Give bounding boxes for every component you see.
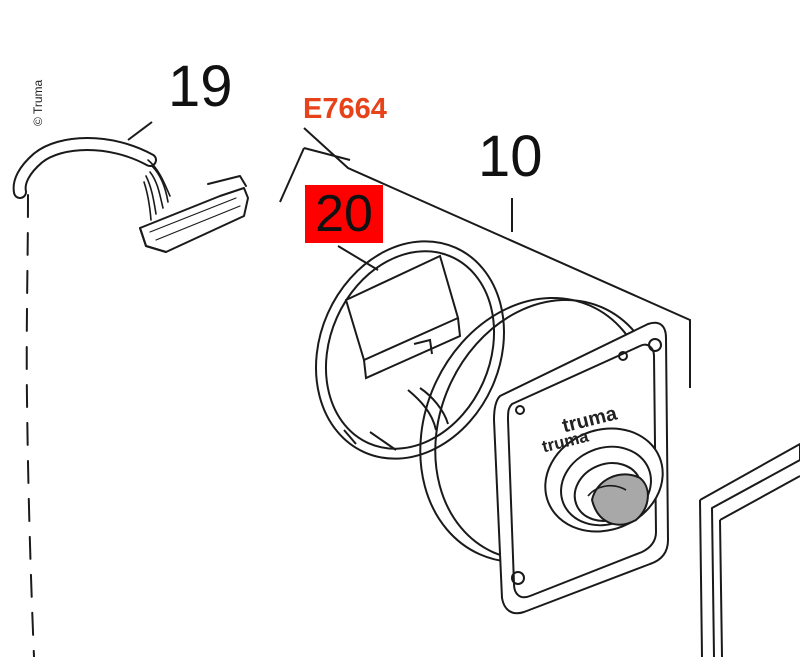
part-label-20-highlighted: 20 bbox=[305, 185, 383, 243]
cable-harness-19 bbox=[12, 137, 249, 657]
part-number-label: E7664 bbox=[303, 93, 387, 125]
leader-lines bbox=[127, 121, 691, 388]
copyright-notice: © Truma bbox=[31, 79, 45, 126]
control-panel-10 bbox=[419, 296, 800, 657]
part-label-10: 10 bbox=[478, 124, 543, 189]
part-label-19: 19 bbox=[168, 54, 233, 119]
mounting-ring-20 bbox=[315, 240, 505, 460]
